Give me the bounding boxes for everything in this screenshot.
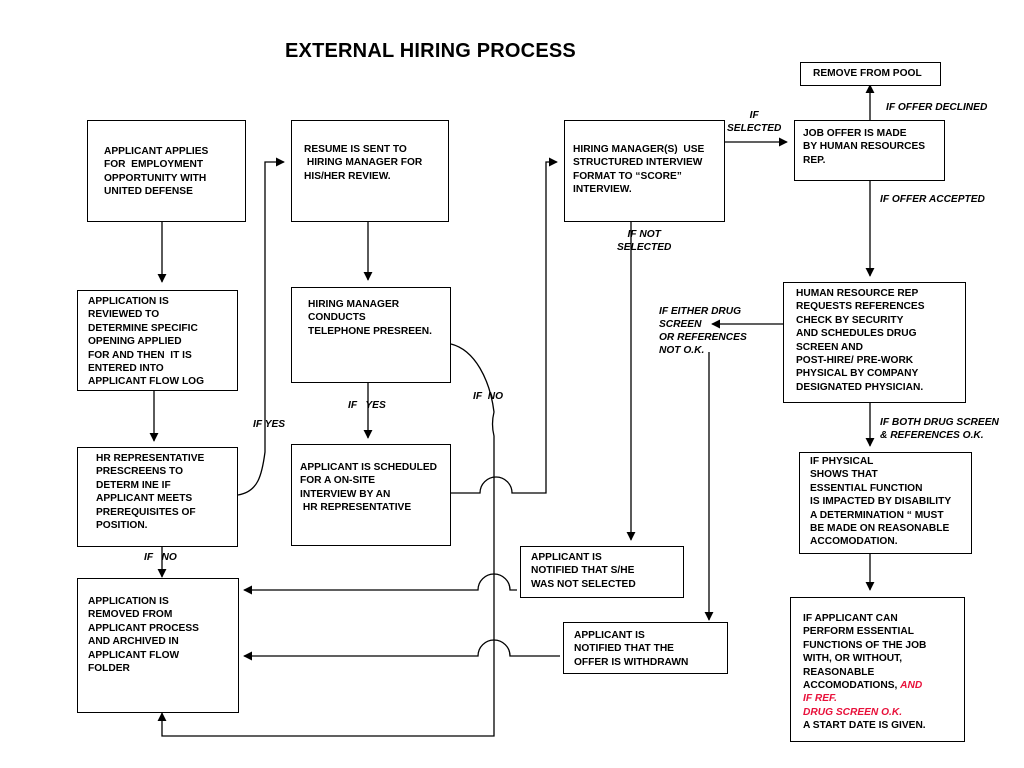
- box-structured-interview: HIRING MANAGER(S) USE STRUCTURED INTERVI…: [564, 120, 725, 222]
- box-job-offer: JOB OFFER IS MADE BY HUMAN RESOURCES REP…: [794, 120, 945, 181]
- arrow-telephone-no: [157, 343, 495, 737]
- arrow-prescreen-yes-to-resume: [237, 157, 285, 496]
- box-application-reviewed: APPLICATION IS REVIEWED TO DETERMINE SPE…: [77, 290, 238, 391]
- label-if-not-selected: IF NOT SELECTED: [617, 229, 672, 253]
- label-if-yes-left: IF YES: [253, 419, 286, 430]
- start-date-condition: IF REF. DRUG SCREEN O.K.: [803, 693, 903, 718]
- label-if-no-mid: IF NO: [473, 391, 503, 402]
- label-if-offer-accepted: IF OFFER ACCEPTED: [880, 194, 985, 205]
- box-applicant-applies: APPLICANT APPLIES FOR EMPLOYMENT OPPORTU…: [87, 120, 246, 222]
- label-if-selected: IF SELECTED: [727, 110, 782, 134]
- arrow-withdrawn-to-removed: [243, 639, 560, 661]
- box-telephone-prescreen: HIRING MANAGER CONDUCTS TELEPHONE PRESRE…: [291, 287, 451, 383]
- start-date-text-a: IF APPLICANT CAN PERFORM ESSENTIAL FUNCT…: [803, 613, 927, 692]
- box-offer-withdrawn: APPLICANT IS NOTIFIED THAT THE OFFER IS …: [563, 622, 728, 674]
- box-resume-sent: RESUME IS SENT TO HIRING MANAGER FOR HIS…: [291, 120, 449, 222]
- box-hr-rep-requests: HUMAN RESOURCE REP REQUESTS REFERENCES C…: [783, 282, 966, 403]
- start-date-text-b: A START DATE IS GIVEN.: [803, 720, 926, 732]
- page-title: EXTERNAL HIRING PROCESS: [285, 40, 576, 62]
- box-hr-prescreens: HR REPRESENTATIVE PRESCREENS TO DETERM I…: [77, 447, 238, 547]
- start-date-and: AND: [900, 680, 923, 692]
- label-if-either-drug: IF EITHER DRUG SCREEN OR REFERENCES NOT …: [659, 306, 747, 356]
- label-if-offer-declined: IF OFFER DECLINED: [886, 102, 988, 113]
- box-physical-disability: IF PHYSICAL SHOWS THAT ESSENTIAL FUNCTIO…: [799, 452, 972, 554]
- box-onsite-interview: APPLICANT IS SCHEDULED FOR A ON-SITE INT…: [291, 444, 451, 546]
- box-not-selected: APPLICANT IS NOTIFIED THAT S/HE WAS NOT …: [520, 546, 684, 598]
- box-remove-from-pool: REMOVE FROM POOL: [800, 62, 941, 86]
- label-if-yes-mid: IF YES: [348, 400, 386, 411]
- arrow-onsite-to-interview: [451, 157, 558, 494]
- label-if-no-left: IF NO: [144, 552, 177, 563]
- arrow-notselected-to-removed: [243, 573, 517, 595]
- box-start-date: IF APPLICANT CAN PERFORM ESSENTIAL FUNCT…: [790, 597, 965, 742]
- box-application-removed: APPLICATION IS REMOVED FROM APPLICANT PR…: [77, 578, 239, 713]
- label-if-both-ok: IF BOTH DRUG SCREEN & REFERENCES O.K.: [880, 417, 999, 441]
